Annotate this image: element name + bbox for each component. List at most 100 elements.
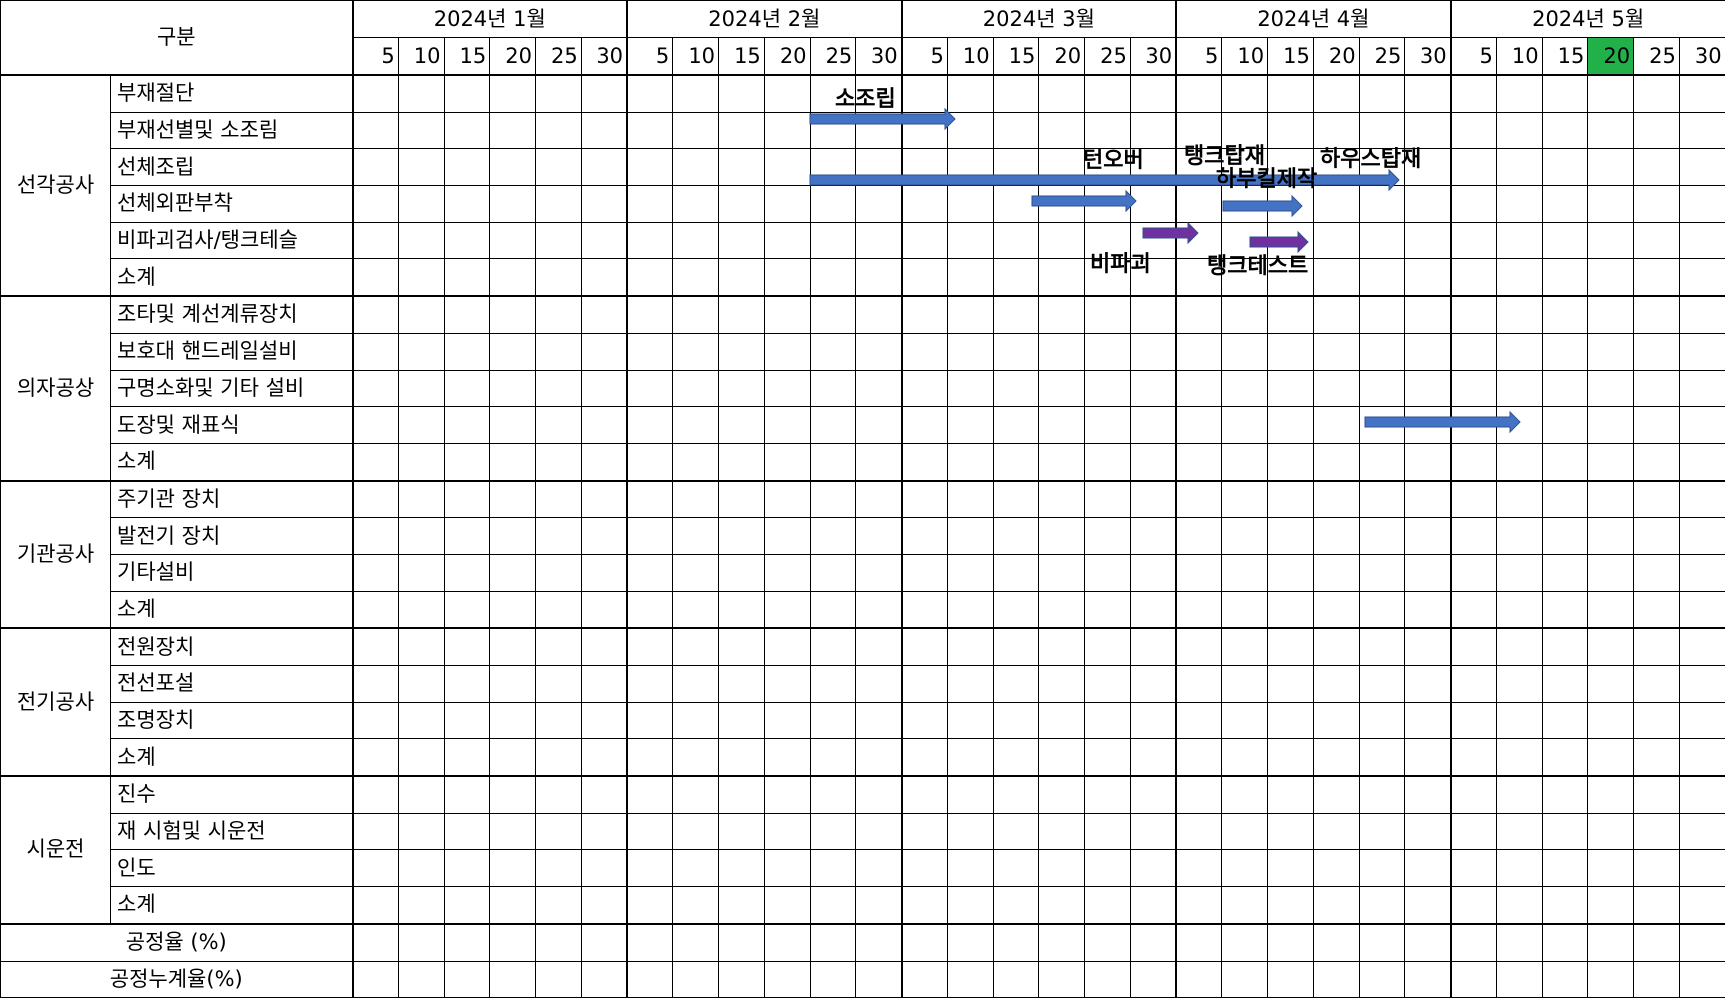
schedule-cell xyxy=(397,665,445,703)
schedule-cell xyxy=(397,812,445,851)
schedule-cell xyxy=(535,369,582,408)
schedule-cell xyxy=(1358,665,1406,703)
schedule-cell xyxy=(535,73,582,113)
schedule-cell xyxy=(1312,849,1360,888)
schedule-cell xyxy=(1404,479,1452,519)
schedule-cell xyxy=(1541,185,1589,223)
schedule-cell xyxy=(1541,812,1589,851)
work-item: 조명장치 xyxy=(109,701,354,740)
schedule-cell xyxy=(1267,479,1314,519)
schedule-cell xyxy=(946,886,994,925)
schedule-cell xyxy=(1221,960,1269,998)
schedule-cell xyxy=(1449,960,1497,998)
schedule-cell xyxy=(443,185,491,223)
schedule-cell xyxy=(443,295,491,334)
schedule-cell xyxy=(1541,627,1589,667)
schedule-cell xyxy=(809,553,857,592)
schedule-cell xyxy=(763,479,811,519)
schedule-cell xyxy=(672,332,720,371)
schedule-cell xyxy=(1312,258,1360,297)
schedule-cell xyxy=(1404,517,1452,555)
schedule-cell xyxy=(672,812,720,851)
schedule-cell xyxy=(718,73,765,113)
schedule-cell xyxy=(1495,627,1543,667)
month-header: 2024년 4월 xyxy=(1175,0,1452,38)
schedule-cell xyxy=(1358,553,1406,592)
schedule-cell xyxy=(946,258,994,297)
schedule-cell xyxy=(1587,295,1635,334)
schedule-cell xyxy=(580,627,628,667)
schedule-cell xyxy=(1175,369,1223,408)
schedule-cell xyxy=(1175,517,1223,555)
schedule-cell xyxy=(1678,701,1725,740)
schedule-cell xyxy=(535,922,582,962)
schedule-cell xyxy=(580,332,628,371)
work-item: 전선포설 xyxy=(109,665,354,703)
schedule-cell xyxy=(397,185,445,223)
schedule-cell xyxy=(1633,775,1680,814)
schedule-cell xyxy=(535,442,582,482)
schedule-cell xyxy=(1038,960,1086,998)
schedule-cell xyxy=(1404,406,1452,444)
schedule-cell xyxy=(1495,886,1543,925)
schedule-cell xyxy=(946,849,994,888)
schedule-cell xyxy=(580,701,628,740)
schedule-cell xyxy=(946,73,994,113)
schedule-cell xyxy=(672,517,720,555)
schedule-cell xyxy=(351,295,399,334)
work-item: 소계 xyxy=(109,886,354,925)
schedule-cell xyxy=(1404,295,1452,334)
schedule-cell xyxy=(855,849,903,888)
schedule-cell xyxy=(763,332,811,371)
schedule-cell xyxy=(1541,258,1589,297)
schedule-cell xyxy=(992,812,1040,851)
day-header: 5 xyxy=(1175,37,1223,76)
work-item: 재 시험및 시운전 xyxy=(109,812,354,851)
schedule-cell xyxy=(855,369,903,408)
schedule-cell xyxy=(946,775,994,814)
schedule-cell xyxy=(855,479,903,519)
schedule-cell xyxy=(443,553,491,592)
schedule-cell xyxy=(1084,406,1131,444)
schedule-cell xyxy=(1495,73,1543,113)
schedule-cell xyxy=(1587,590,1635,629)
schedule-cell xyxy=(992,517,1040,555)
work-item: 선체외판부착 xyxy=(109,185,354,223)
schedule-cell xyxy=(1678,111,1725,150)
day-header: 25 xyxy=(1358,37,1406,76)
schedule-cell xyxy=(855,775,903,814)
schedule-cell xyxy=(1221,479,1269,519)
schedule-cell xyxy=(1129,479,1177,519)
schedule-cell xyxy=(992,886,1040,925)
schedule-cell xyxy=(1129,738,1177,777)
schedule-cell xyxy=(992,922,1040,962)
schedule-cell xyxy=(992,665,1040,703)
label-lower-keel: 하부킬제작 xyxy=(1216,167,1318,192)
schedule-cell xyxy=(992,775,1040,814)
schedule-cell xyxy=(397,111,445,150)
schedule-cell xyxy=(626,517,674,555)
schedule-cell xyxy=(718,886,765,925)
rate-row-label: 공정율 (%) xyxy=(0,922,354,962)
schedule-cell xyxy=(1358,479,1406,519)
schedule-cell xyxy=(672,73,720,113)
schedule-cell xyxy=(351,627,399,667)
schedule-cell xyxy=(443,517,491,555)
schedule-cell xyxy=(1267,960,1314,998)
schedule-cell xyxy=(1038,148,1086,187)
schedule-cell xyxy=(1312,73,1360,113)
schedule-cell xyxy=(946,517,994,555)
schedule-cell xyxy=(1267,406,1314,444)
schedule-cell xyxy=(443,406,491,444)
schedule-cell xyxy=(946,111,994,150)
schedule-cell xyxy=(855,701,903,740)
schedule-cell xyxy=(900,922,948,962)
schedule-cell xyxy=(718,332,765,371)
schedule-cell xyxy=(672,738,720,777)
schedule-cell xyxy=(1404,369,1452,408)
schedule-cell xyxy=(397,332,445,371)
schedule-cell xyxy=(1449,185,1497,223)
schedule-cell xyxy=(1678,775,1725,814)
schedule-cell xyxy=(946,553,994,592)
schedule-cell xyxy=(443,886,491,925)
